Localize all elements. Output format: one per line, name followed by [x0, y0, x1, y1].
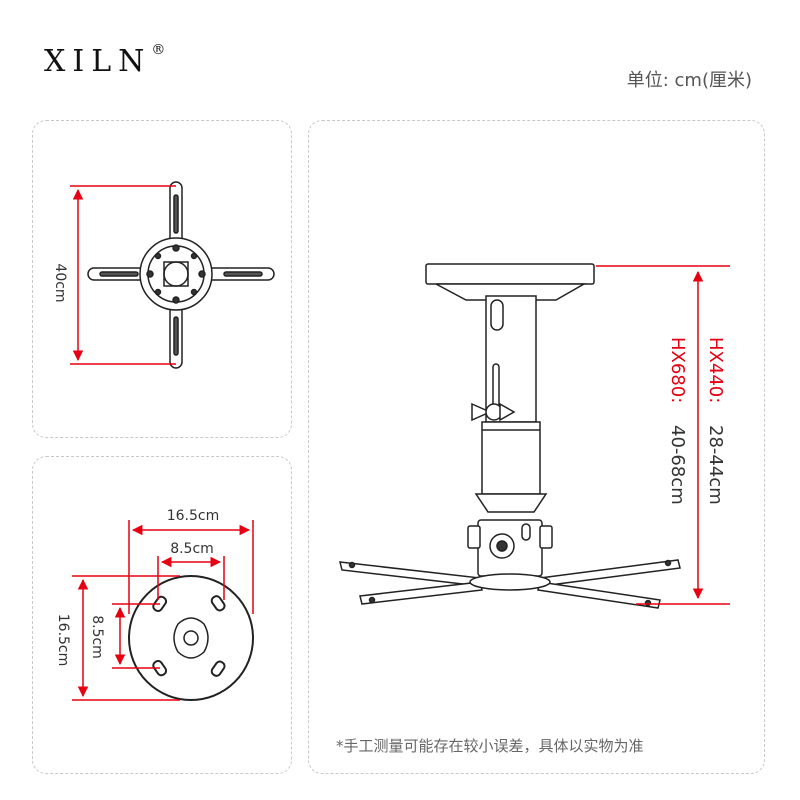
base-outer-height-label: 16.5cm [55, 614, 71, 667]
spider-width-label: 40cm [52, 263, 68, 302]
bracket-side-view [339, 263, 681, 609]
hx440-label: HX440: [705, 337, 726, 403]
base-plate-dimensions [72, 520, 254, 701]
base-inner-width-label: 8.5cm [170, 541, 214, 557]
measurement-footnote: *手工测量可能存在较小误差，具体以实物为准 [336, 737, 644, 755]
hx680-label: HX680: [667, 337, 688, 403]
spider-dimension [70, 185, 176, 365]
base-inner-height-label: 8.5cm [89, 615, 105, 659]
height-labels: HX440: 28-44cm HX680: 40-68cm [667, 337, 726, 505]
brand-logo: XILN® [44, 42, 166, 79]
base-outer-width-label: 16.5cm [167, 508, 220, 524]
registered-mark: ® [151, 42, 166, 58]
spider-plate-drawing [87, 181, 275, 369]
height-dimension [596, 265, 730, 605]
hx680-range: 40-68cm [667, 425, 688, 505]
base-plate-drawing [128, 575, 254, 701]
brand-name: XILN [44, 44, 152, 79]
hx440-range: 28-44cm [705, 425, 726, 505]
unit-label: 单位: cm(厘米) [626, 70, 752, 91]
